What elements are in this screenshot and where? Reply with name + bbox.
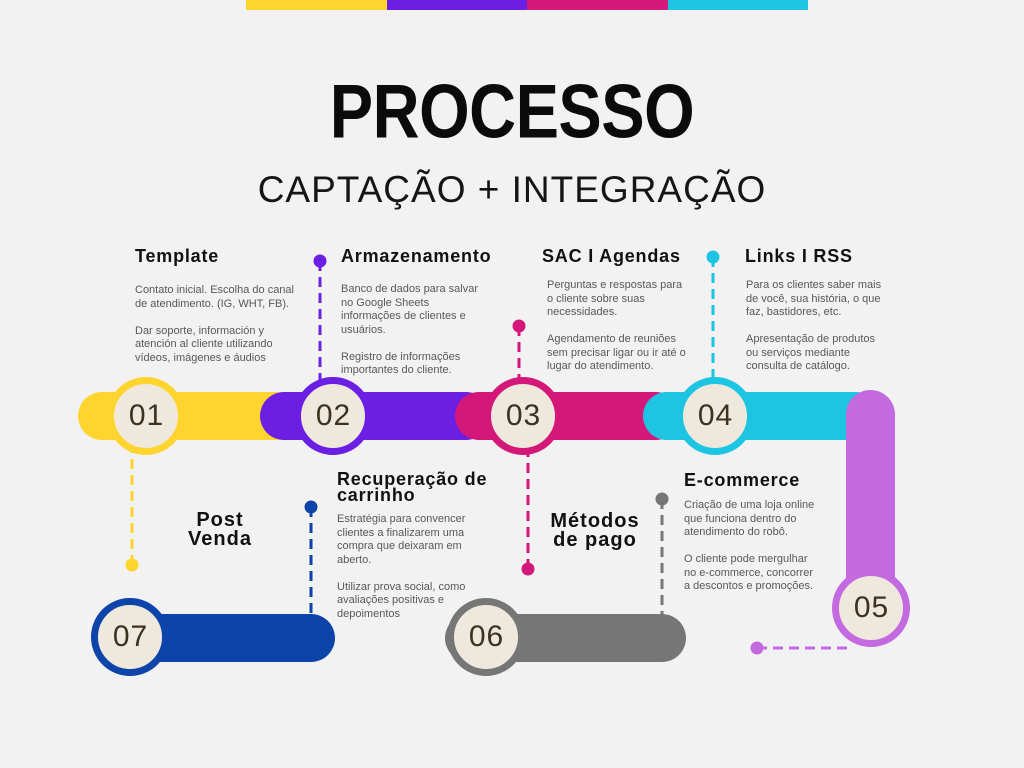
note-paragraph: Contato inicial. Escolha do canal de ate… xyxy=(135,284,294,310)
note-heading-sac-agendas: SAC I Agendas xyxy=(542,246,681,266)
step-circle-01: 01 xyxy=(107,377,185,455)
step-number-02: 02 xyxy=(315,399,352,432)
step-circle-07: 07 xyxy=(91,598,169,676)
note-paragraph: Agendamento de reuniões sem precisar lig… xyxy=(547,333,686,372)
connector-dot-05 xyxy=(750,641,764,655)
step-circle-02: 02 xyxy=(294,377,372,455)
step-number-04: 04 xyxy=(697,399,734,432)
note-paragraph: Utilizar prova social, como avaliações p… xyxy=(337,580,466,620)
top-bar-segment-yellow xyxy=(246,0,387,10)
note-heading-links-rss: Links I RSS xyxy=(745,246,853,266)
note-heading-e-commerce: E-commerce xyxy=(684,470,801,490)
note-paragraph: Criação de uma loja online que funciona … xyxy=(684,499,815,538)
note-paragraph: Registro de informações importantes do c… xyxy=(341,350,461,377)
note-paragraph: Estratégia para convencer clientes a fin… xyxy=(337,513,466,566)
note-body-links-rss: Para os clientes saber mais de você, sua… xyxy=(746,279,881,374)
page-title: PROCESSO xyxy=(329,68,695,154)
note-heading-template: Template xyxy=(135,246,220,266)
step-number-07: 07 xyxy=(112,620,149,653)
note-paragraph: O cliente pode mergulhar no e-commerce, … xyxy=(684,553,814,592)
step-number-05: 05 xyxy=(853,591,890,624)
note-paragraph: Dar soporte, información y atención al c… xyxy=(135,324,273,364)
note-heading-armazenamento: Armazenamento xyxy=(341,246,492,266)
step-circle-03: 03 xyxy=(484,377,562,455)
connector-dot-06 xyxy=(655,492,669,506)
connector-dot-01 xyxy=(125,558,139,572)
note-body-recuperacao-carrinho: Estratégia para convencer clientes a fin… xyxy=(337,513,465,621)
step-number-06: 06 xyxy=(468,620,505,653)
note-heading-metodos-de-pago: Métodos de pago xyxy=(550,510,640,551)
note-body-template: Contato inicial. Escolha do canal de ate… xyxy=(135,284,294,365)
step-circle-04: 04 xyxy=(676,377,754,455)
top-bar-segment-cyan xyxy=(667,0,808,10)
step-circle-06: 06 xyxy=(447,598,525,676)
note-paragraph: Apresentação de produtos ou serviços med… xyxy=(746,333,876,372)
step-circle-05: 05 xyxy=(832,569,910,647)
connector-dot-04 xyxy=(706,250,720,264)
page-subtitle: CAPTAÇÃO + INTEGRAÇÃO xyxy=(257,169,767,210)
top-bar-segment-purple xyxy=(386,0,527,10)
note-heading-post-venda: Post Venda xyxy=(188,509,252,550)
note-body-e-commerce: Criação de uma loja online que funciona … xyxy=(684,499,814,594)
note-paragraph: Banco de dados para salvar no Google She… xyxy=(341,283,478,336)
step-number-01: 01 xyxy=(128,399,165,432)
connector-dot-02 xyxy=(313,254,327,268)
note-body-armazenamento: Banco de dados para salvar no Google She… xyxy=(341,283,478,378)
top-bar-segment-magenta xyxy=(527,0,668,10)
note-body-sac-agendas: Perguntas e respostas para o cliente sob… xyxy=(547,279,686,374)
note-paragraph: Perguntas e respostas para o cliente sob… xyxy=(547,279,683,318)
connector-dot-03-bottom xyxy=(521,562,535,576)
note-heading-recuperacao-carrinho: Recuperação de carrinho xyxy=(337,469,488,505)
connector-dot-03-top xyxy=(512,319,526,333)
top-color-bar xyxy=(246,0,808,10)
step-number-03: 03 xyxy=(505,399,542,432)
connector-dot-07 xyxy=(304,500,318,514)
note-paragraph: Para os clientes saber mais de você, sua… xyxy=(746,279,882,318)
